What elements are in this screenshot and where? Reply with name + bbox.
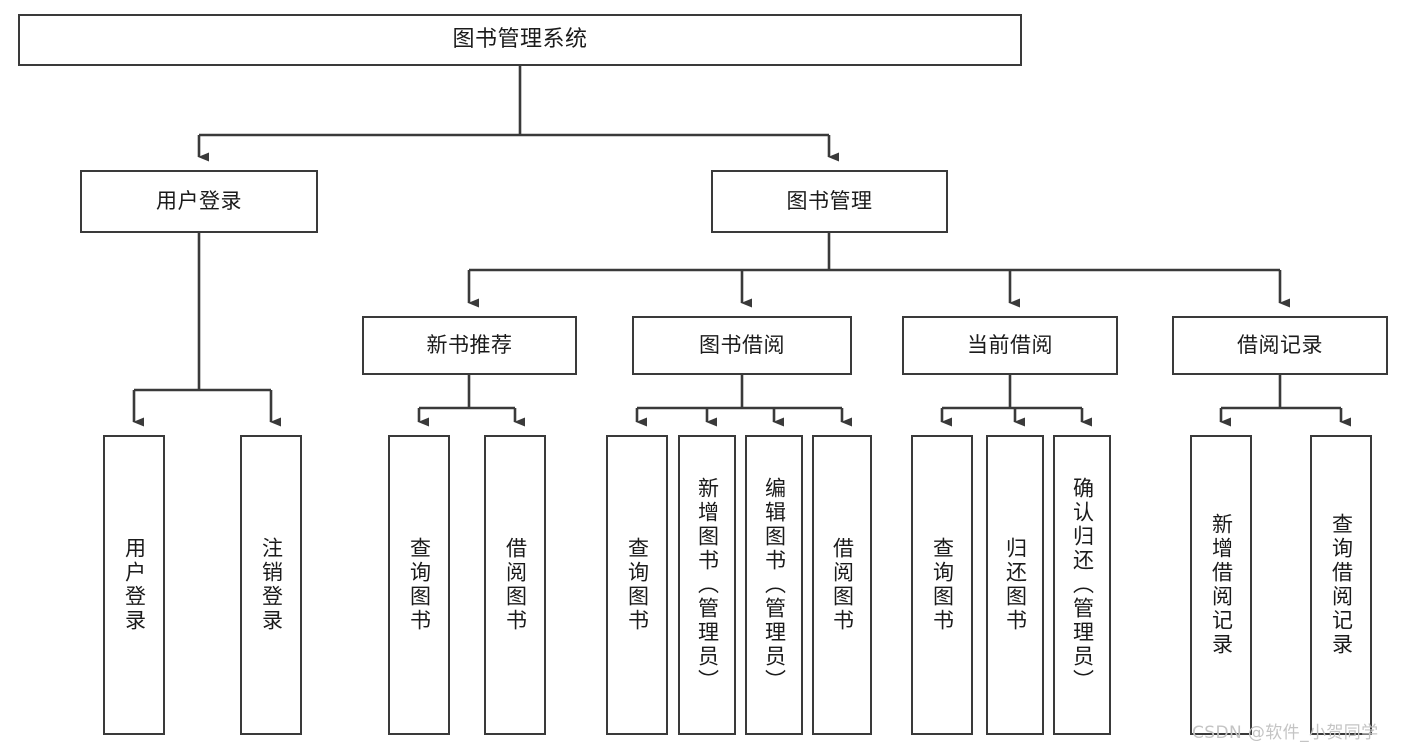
leaf-return-book[interactable]: 归还图书 bbox=[986, 435, 1044, 735]
node-label: 图书管理 bbox=[786, 188, 873, 213]
node-book-borrow[interactable]: 图书借阅 bbox=[632, 316, 852, 375]
leaf-logout-login[interactable]: 注销登录 bbox=[240, 435, 302, 735]
leaf-edit-book-admin[interactable]: 编辑图书（管理员） bbox=[745, 435, 803, 735]
node-label: 当前借阅 bbox=[967, 332, 1053, 357]
node-label: 查询图书 bbox=[930, 537, 955, 633]
leaf-query-book-recommend[interactable]: 查询图书 bbox=[388, 435, 450, 735]
leaf-user-login[interactable]: 用户登录 bbox=[103, 435, 165, 735]
leaf-add-book-admin[interactable]: 新增图书（管理员） bbox=[678, 435, 736, 735]
node-label: 用户登录 bbox=[122, 537, 147, 633]
node-root[interactable]: 图书管理系统 bbox=[18, 14, 1022, 66]
node-label: 新增图书（管理员） bbox=[695, 477, 720, 693]
leaf-query-borrow-record[interactable]: 查询借阅记录 bbox=[1310, 435, 1372, 735]
leaf-query-book-borrow[interactable]: 查询图书 bbox=[606, 435, 668, 735]
node-label: 借阅图书 bbox=[830, 537, 855, 633]
leaf-query-book-current[interactable]: 查询图书 bbox=[911, 435, 973, 735]
node-label: 查询图书 bbox=[407, 537, 432, 633]
node-label: 查询图书 bbox=[625, 537, 650, 633]
node-current-borrow[interactable]: 当前借阅 bbox=[902, 316, 1118, 375]
node-label: 借阅图书 bbox=[503, 537, 528, 633]
node-label: 编辑图书（管理员） bbox=[762, 477, 787, 693]
leaf-borrow-book[interactable]: 借阅图书 bbox=[812, 435, 872, 735]
leaf-borrow-book-recommend[interactable]: 借阅图书 bbox=[484, 435, 546, 735]
node-user-login[interactable]: 用户登录 bbox=[80, 170, 318, 233]
node-book-manage[interactable]: 图书管理 bbox=[711, 170, 948, 233]
node-label: 确认归还（管理员） bbox=[1070, 477, 1095, 693]
node-label: 借阅记录 bbox=[1237, 332, 1323, 357]
node-label: 归还图书 bbox=[1003, 537, 1028, 633]
node-label: 图书管理系统 bbox=[452, 26, 588, 52]
node-label: 注销登录 bbox=[259, 537, 284, 633]
node-new-book-recommend[interactable]: 新书推荐 bbox=[362, 316, 577, 375]
node-borrow-record[interactable]: 借阅记录 bbox=[1172, 316, 1388, 375]
node-label: 查询借阅记录 bbox=[1329, 513, 1354, 657]
node-label: 图书借阅 bbox=[699, 332, 785, 357]
node-label: 新增借阅记录 bbox=[1209, 513, 1234, 657]
csdn-watermark: CSDN @软件_小贺同学 bbox=[1192, 723, 1379, 743]
node-label: 用户登录 bbox=[156, 188, 242, 213]
leaf-confirm-return-admin[interactable]: 确认归还（管理员） bbox=[1053, 435, 1111, 735]
node-label: 新书推荐 bbox=[426, 332, 513, 357]
leaf-add-borrow-record[interactable]: 新增借阅记录 bbox=[1190, 435, 1252, 735]
